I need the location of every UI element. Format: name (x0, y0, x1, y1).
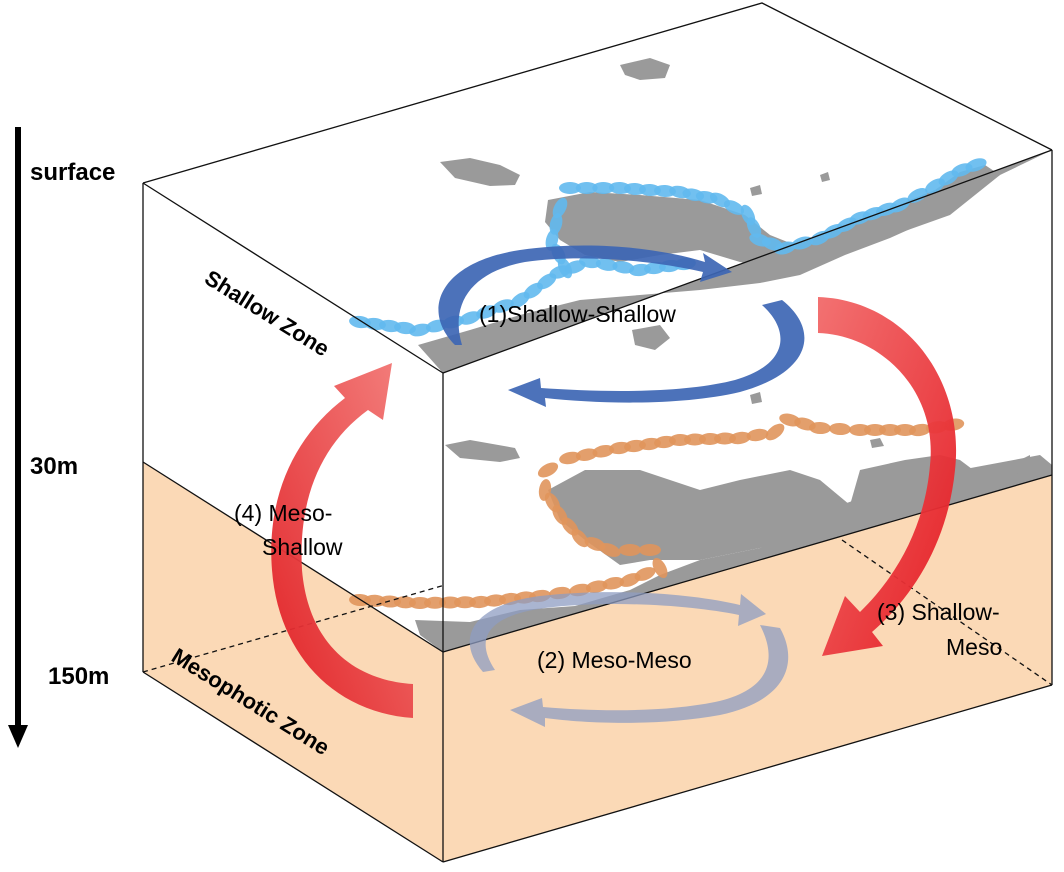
mesophotic-reef-dot (602, 577, 625, 590)
mesophotic-left-face (143, 462, 443, 862)
meso-shallow-label-line2: Shallow (262, 534, 343, 560)
meso-meso-label: (2) Meso-Meso (537, 647, 692, 673)
shallow-reef-dot (552, 197, 568, 219)
mesophotic-reef-dot (909, 423, 931, 437)
mesophotic-map-plane (415, 392, 1052, 652)
mesophotic-reef-dot (634, 567, 656, 581)
meso-loop-arrow-bottom (510, 625, 789, 727)
shallow-reef-dot (559, 182, 581, 194)
box-bottom-left-edge (142, 671, 444, 863)
shallow-reef-dot (907, 188, 928, 203)
depth-axis (8, 127, 28, 748)
shallow-meso-label-line2: Meso (946, 634, 1002, 660)
mesophotic-island-3 (735, 484, 750, 496)
mesophotic-reef-dots (349, 413, 965, 610)
shallow-reef-dot (409, 323, 431, 337)
shallow-reef-dot (459, 311, 481, 325)
mesophotic-reef-dot (729, 431, 751, 445)
shallow-land-main (418, 150, 1052, 373)
mesophotic-island-1 (445, 440, 520, 462)
mesophotic-reef-dot (584, 537, 606, 551)
mesophotic-reef-dot (592, 445, 615, 458)
depth-150m-label: 150m (48, 663, 109, 690)
mesophotic-land-main (548, 455, 1030, 565)
level-30m-right-edge (442, 474, 1053, 653)
shallow-reef-dot (595, 258, 618, 271)
shallow-reef-dot (492, 299, 514, 313)
mesophotic-reef-dot (544, 492, 561, 513)
box-top-front-edge (142, 182, 444, 374)
shallow-meso-arrow (818, 297, 957, 656)
mesophotic-reef-dot (585, 580, 608, 593)
shallow-island-5 (820, 172, 830, 182)
meso-shallow-label-line1: (4) Meso- (234, 500, 332, 526)
mesophotic-reef-dot (619, 544, 641, 556)
shallow-shallow-flow (438, 245, 805, 407)
mesophotic-island-4 (870, 438, 884, 448)
shallow-island-4 (750, 185, 762, 196)
mesophotic-reef-dot (639, 544, 661, 556)
box-top-right-edge (442, 149, 1053, 374)
shallow-reef-dot (723, 200, 745, 215)
shallow-reef-dot (579, 255, 601, 269)
meso-meso-flow (469, 592, 789, 727)
shallow-land-peninsula (545, 165, 1000, 270)
mesophotic-reef-dot (809, 421, 831, 435)
mesophotic-reef-dot (538, 479, 552, 501)
mesophotic-reef-dot (746, 428, 769, 442)
depth-30m-label: 30m (30, 453, 78, 480)
shallow-island-1 (440, 158, 520, 186)
depth-axis-arrowhead (8, 725, 28, 748)
shallow-loop-arrow-bottom (508, 300, 805, 407)
box-top-edges (142, 2, 1053, 184)
mesophotic-reef-dot (652, 557, 668, 579)
hidden-edge-right (841, 539, 1053, 686)
shallow-reef-dot (592, 182, 615, 194)
shallow-reef-dot (549, 213, 563, 235)
shallow-reef-dot (476, 305, 498, 319)
mesophotic-reef-dot (559, 451, 581, 465)
shallow-island-3 (632, 325, 670, 350)
meso-shallow-arrow (271, 363, 413, 718)
mesophotic-reef-dot (829, 422, 851, 436)
surface-label: surface (30, 159, 115, 186)
shallow-shallow-label: (1)Shallow-Shallow (479, 301, 676, 327)
mesophotic-reef-dot (575, 448, 598, 461)
shallow-reef-dot (965, 158, 987, 172)
shallow-reef-dot (612, 261, 635, 274)
box-bottom-right-edge (442, 684, 1053, 863)
mesophotic-reef-dot (765, 423, 785, 441)
shallow-meso-label-line1: (3) Shallow- (877, 599, 1000, 625)
mesophotic-reef-dot (537, 462, 559, 478)
shallow-island-2 (620, 58, 670, 80)
shallow-reef-dot (575, 182, 598, 194)
mesophotic-island-2 (750, 392, 762, 404)
shallow-reef-dot (746, 217, 762, 238)
